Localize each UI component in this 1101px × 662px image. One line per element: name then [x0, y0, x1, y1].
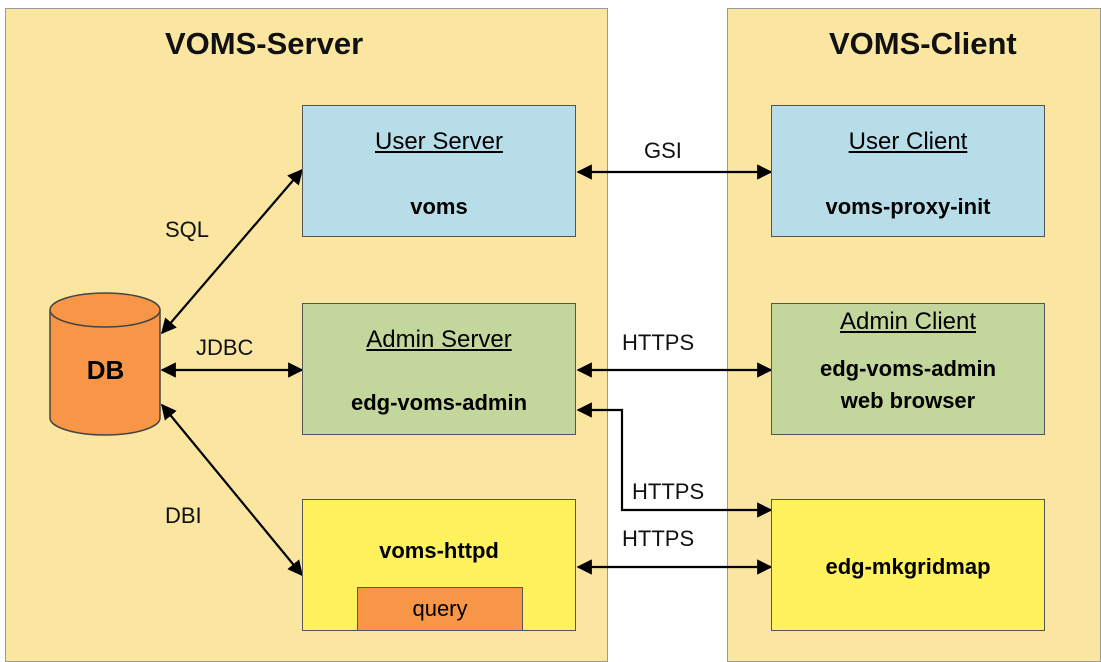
user-client-value: voms-proxy-init [825, 194, 991, 219]
voms-httpd-box: voms-httpd query [302, 499, 576, 631]
voms-server-title: VOMS-Server [165, 26, 364, 61]
db-label: DB [86, 355, 125, 385]
sql-label: SQL [165, 217, 210, 242]
admin-client-value-line1: edg-voms-admin [819, 356, 997, 381]
admin-server-box: Admin Server edg-voms-admin [302, 303, 576, 435]
user-client-box: User Client voms-proxy-init [771, 105, 1045, 237]
user-server-value: voms [410, 194, 468, 219]
jdbc-label: JDBC [196, 335, 254, 360]
https-httpd-label: HTTPS [622, 526, 695, 551]
mkgridmap-value: edg-mkgridmap [825, 554, 991, 579]
dbi-label: DBI [165, 503, 202, 528]
admin-client-label: Admin Client [839, 308, 977, 335]
user-server-box: User Server voms [302, 105, 576, 237]
dbi-arrow [161, 403, 303, 577]
db-cylinder-icon [49, 292, 161, 436]
sql-arrow [160, 168, 304, 335]
voms-client-title: VOMS-Client [829, 26, 1017, 61]
user-server-label: User Server [374, 128, 504, 155]
admin-server-value: edg-voms-admin [350, 390, 528, 415]
mkgridmap-box: edg-mkgridmap [771, 499, 1045, 631]
admin-server-label: Admin Server [366, 326, 512, 353]
voms-httpd-value: voms-httpd [379, 538, 499, 563]
admin-client-box: Admin Client edg-voms-admin web browser [771, 303, 1045, 435]
https-mkgridmap-admin-arrow [576, 402, 773, 518]
https-mkgridmap-admin-label: HTTPS [632, 479, 705, 504]
https-admin-label: HTTPS [622, 330, 695, 355]
gsi-label: GSI [644, 138, 682, 163]
admin-client-value-line2: web browser [840, 388, 976, 413]
user-client-label: User Client [848, 128, 968, 155]
query-box: query [357, 587, 523, 631]
